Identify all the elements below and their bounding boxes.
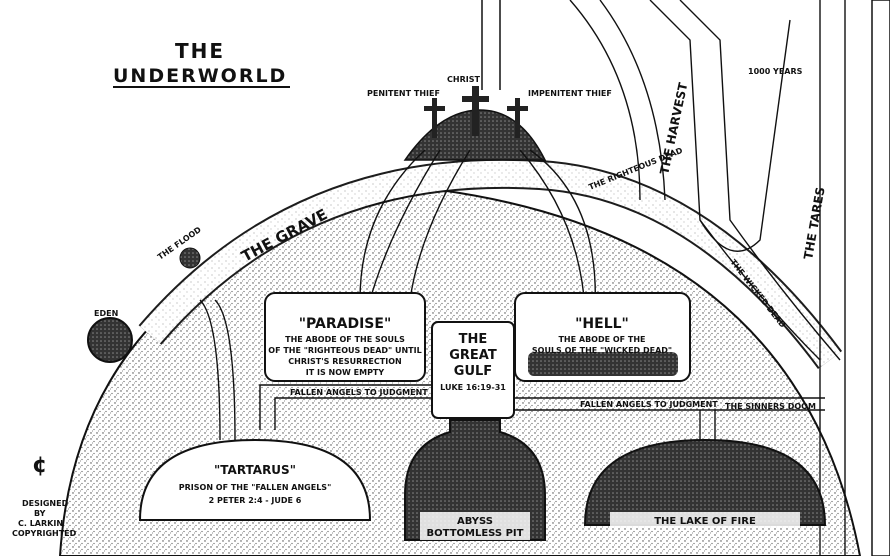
hell-line2: SOULS OF THE "WICKED DEAD"	[532, 346, 672, 355]
cross-christ	[462, 86, 489, 136]
abyss-line2: BOTTOMLESS PIT	[427, 528, 524, 539]
great-gulf-box	[431, 321, 515, 419]
impenitent-label: IMPENITENT THIEF	[528, 89, 612, 98]
tartarus-title: "TARTARUS"	[214, 463, 296, 477]
sig-line1: DESIGNED	[22, 499, 69, 508]
lake-of-fire	[583, 438, 827, 526]
cross-penitent	[424, 98, 445, 138]
sinners-doom-label: THE SINNERS DOOM	[725, 402, 816, 411]
penitent-label: PENITENT THIEF	[367, 89, 440, 98]
christ-shaft	[481, 0, 501, 90]
flood-ark	[179, 247, 201, 269]
lake-title: THE LAKE OF FIRE	[654, 516, 756, 527]
thousand-years-label: 1000 YEARS	[748, 67, 803, 76]
gulf-ref: LUKE 16:19-31	[440, 383, 506, 392]
abyss-jar	[404, 419, 546, 541]
sig-line2: BY	[34, 509, 46, 518]
christ-label: CHRIST	[447, 75, 480, 84]
paradise-box	[264, 292, 426, 382]
tartarus-line1: PRISON OF THE "FALLEN ANGELS"	[179, 483, 332, 492]
top-right-bands	[569, 0, 846, 556]
hell-fire	[528, 352, 678, 376]
paradise-line1: THE ABODE OF THE SOULS	[285, 335, 405, 344]
cross-impenitent	[507, 98, 528, 138]
paradise-line3: CHRIST'S RESURRECTION	[288, 357, 401, 366]
sig-line4: COPYRIGHTED	[12, 529, 77, 538]
paradise-line2: OF THE "RIGHTEOUS DEAD" UNTIL	[268, 346, 421, 355]
title-line1: THE	[175, 39, 225, 63]
larkin-monogram: ¢	[32, 453, 47, 478]
hell-title: "HELL"	[575, 316, 629, 332]
paradise-title: "PARADISE"	[299, 316, 392, 332]
right-frame	[871, 0, 890, 556]
hell-line1: THE ABODE OF THE	[558, 335, 645, 344]
tartarus-chamber	[138, 438, 372, 521]
fallen-angels-left-label: FALLEN ANGELS TO JUDGMENT	[290, 388, 428, 397]
abyss-line1: ABYSS	[457, 516, 493, 527]
fallen-angels-right-label: FALLEN ANGELS TO JUDGMENT	[580, 400, 718, 409]
gulf-line3: GULF	[454, 364, 492, 379]
gulf-line2: GREAT	[449, 348, 497, 363]
tares-label: THE TARES	[801, 186, 828, 261]
gulf-line1: THE	[459, 332, 488, 347]
eden-label: EDEN	[94, 309, 118, 318]
title-line2: UNDERWORLD	[113, 65, 287, 87]
fallen-angels-band	[199, 299, 825, 441]
sig-line3: C. LARKIN	[18, 519, 63, 528]
eden-globe	[87, 317, 133, 363]
soul-paths	[359, 149, 597, 311]
paradise-line4: IT IS NOW EMPTY	[306, 368, 385, 377]
tartarus-line2: 2 PETER 2:4 - JUDE 6	[209, 496, 302, 505]
